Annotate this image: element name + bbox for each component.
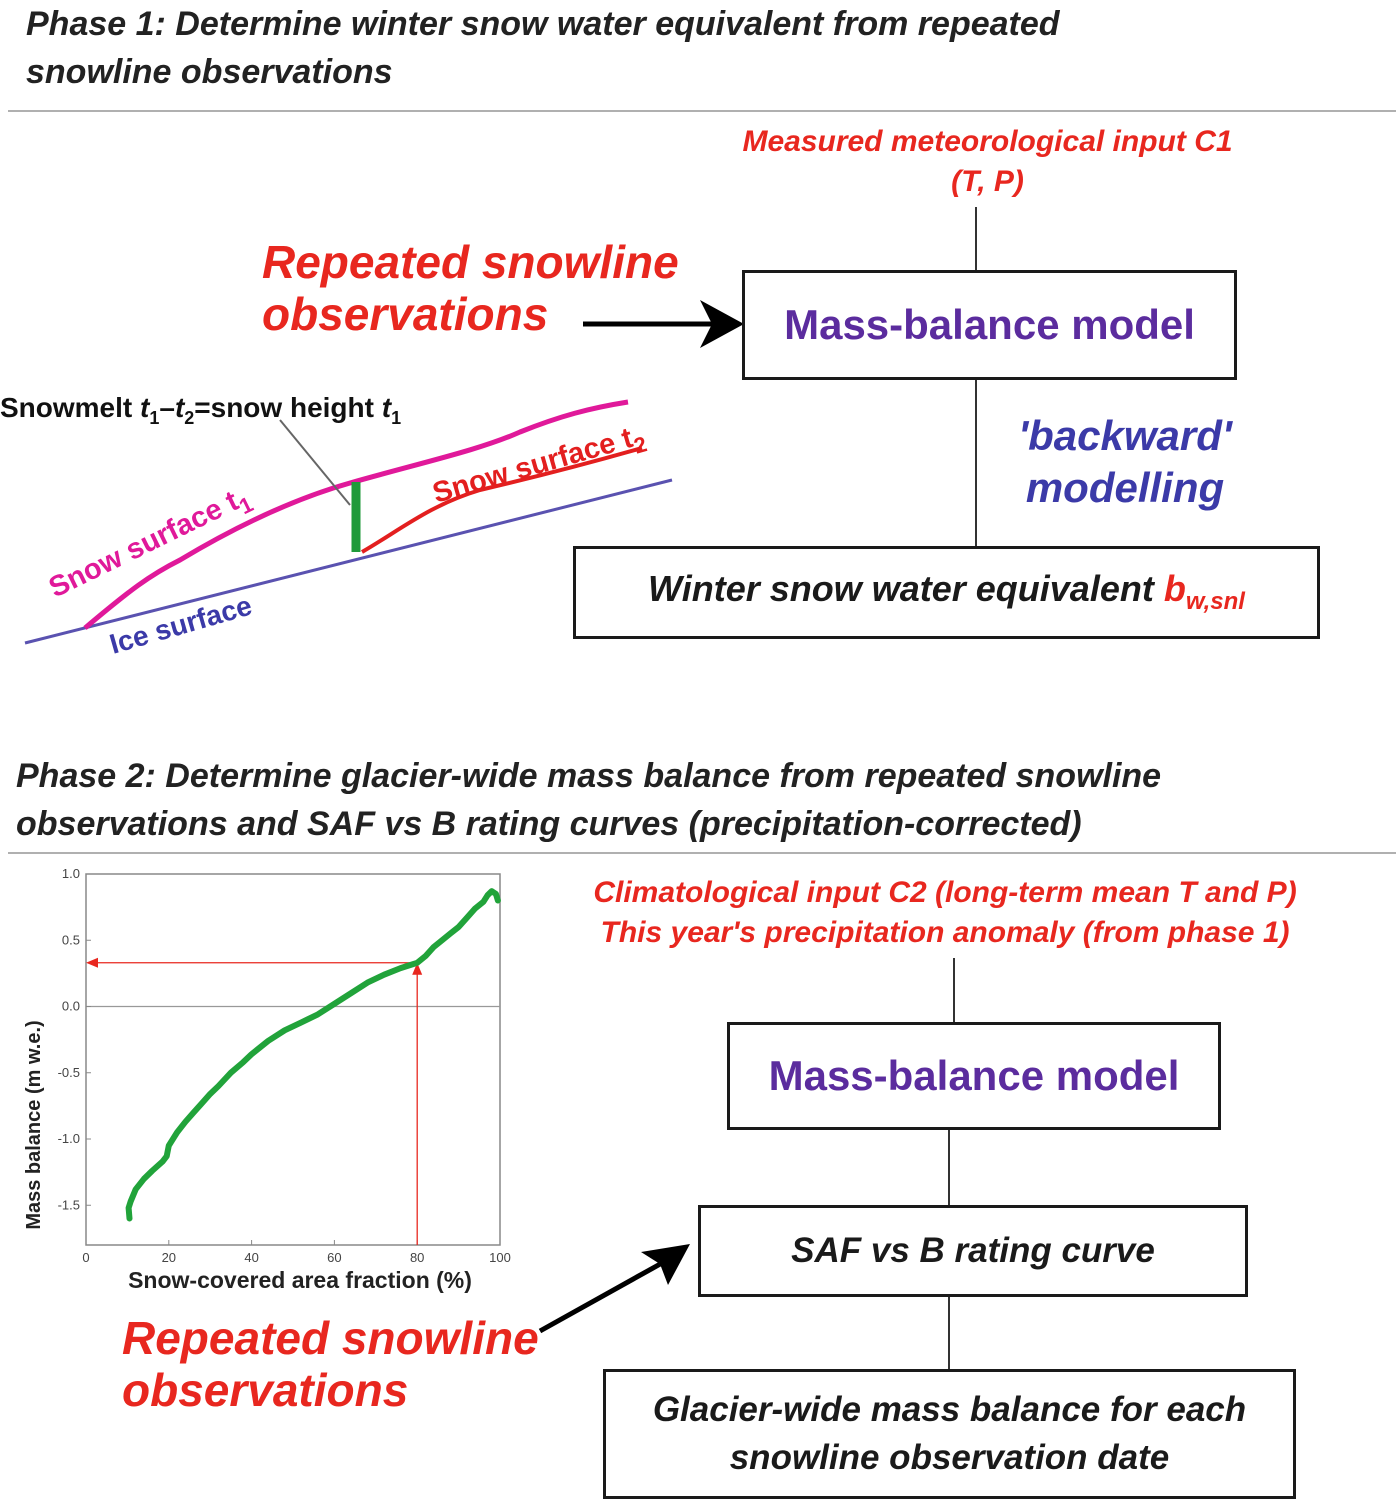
phase2-heading-line1: Phase 2: Determine glacier-wide mass bal… bbox=[16, 757, 1162, 795]
phase1-heading-line2: snowline observations bbox=[26, 53, 393, 91]
chart-x-axis-label: Snow-covered area fraction (%) bbox=[128, 1267, 472, 1293]
phase2-arrow-to-rating bbox=[538, 1244, 690, 1334]
output-sub: w,snl bbox=[1185, 588, 1245, 616]
connector-model-to-output bbox=[975, 380, 977, 546]
phase1-output-text: Winter snow water equivalent bw,snl bbox=[648, 568, 1245, 616]
chart-x-tick-label: 60 bbox=[327, 1250, 341, 1265]
snow-surface-t2-label: Snow surface t2 bbox=[429, 419, 650, 516]
obs2-line2: observations bbox=[122, 1364, 409, 1416]
phase1-observations-label: Repeated snowline observations bbox=[262, 236, 679, 340]
chart-ticks: 0 20 40 60 80 100 1.0 0.5 0.0 -0.5 -1.0 -1.5 bbox=[58, 866, 511, 1265]
output-var: b bbox=[1163, 568, 1186, 610]
backward-line2: modelling bbox=[1025, 464, 1225, 511]
phase2-climate-input: Climatological input C2 (long-term mean … bbox=[540, 873, 1350, 953]
obs-line2: observations bbox=[262, 288, 549, 340]
phase1-arrow-to-model bbox=[583, 300, 744, 348]
snow-surface-t1-label: Snow surface t1 bbox=[44, 480, 257, 610]
saf-vs-b-chart: 0 20 40 60 80 100 1.0 0.5 0.0 -0.5 -1.0 -1.5 Snow-c… bbox=[23, 866, 511, 1293]
phase2-heading-line2: observations and SAF vs B rating curves … bbox=[16, 805, 1082, 843]
arrow2-shaft bbox=[538, 1260, 664, 1334]
snowmelt-leader-line bbox=[279, 419, 351, 506]
backward-line1: 'backward' bbox=[1018, 412, 1232, 459]
phase2-observations-label: Repeated snowline observations bbox=[122, 1312, 539, 1416]
output-line1: Glacier-wide mass balance for each bbox=[652, 1390, 1247, 1429]
phase1-output-box: Winter snow water equivalent bw,snl bbox=[573, 546, 1320, 639]
phase2-output-text: Glacier-wide mass balance for each snowl… bbox=[653, 1386, 1246, 1482]
rating-curve-box: SAF vs B rating curve bbox=[698, 1205, 1248, 1297]
met-input-line1: Measured meteorological input C1 bbox=[742, 125, 1233, 158]
chart-y-tick-label: 1.0 bbox=[62, 866, 80, 881]
chart-x-tick-label: 80 bbox=[410, 1250, 424, 1265]
phase2-heading: Phase 2: Determine glacier-wide mass bal… bbox=[16, 752, 1396, 848]
chart-annotation-arrowhead-left bbox=[86, 957, 98, 968]
output-text: Winter snow water equivalent bbox=[648, 568, 1164, 610]
chart-x-tick-label: 0 bbox=[82, 1250, 89, 1265]
snowmelt-annotation: Snowmelt t1–t2=snow height t1 bbox=[0, 392, 401, 428]
phase2-model-label: Mass-balance model bbox=[768, 1052, 1180, 1099]
rating-curve-label: SAF vs B rating curve bbox=[791, 1231, 1155, 1270]
connector-rating-to-output bbox=[948, 1297, 950, 1369]
phase2-model-box: Mass-balance model bbox=[727, 1022, 1221, 1130]
clim-line2: This year's precipitation anomaly (from … bbox=[600, 916, 1290, 949]
chart-frame bbox=[85, 873, 501, 1246]
phase1-divider bbox=[8, 110, 1396, 112]
connector-model-to-rating bbox=[948, 1130, 950, 1205]
chart-x-tick-label: 20 bbox=[162, 1250, 176, 1265]
snow-surface-t2-line bbox=[360, 446, 643, 554]
backward-modelling-label: 'backward' modelling bbox=[1000, 410, 1250, 514]
chart-y-tick-label: -1.5 bbox=[58, 1197, 80, 1212]
chart-x-tick-label: 40 bbox=[244, 1250, 258, 1265]
phase1-model-box: Mass-balance model bbox=[742, 270, 1237, 380]
chart-annotation bbox=[86, 957, 423, 1245]
ice-surface-label: Ice surface bbox=[106, 590, 255, 660]
phase2-divider bbox=[8, 852, 1396, 854]
chart-y-tick-label: 0.0 bbox=[62, 999, 80, 1014]
chart-x-tick-label: 100 bbox=[489, 1250, 511, 1265]
chart-plot-border bbox=[85, 873, 501, 1246]
chart-y-axis-label: Mass balance (m w.e.) bbox=[23, 1020, 45, 1229]
chart-series bbox=[125, 888, 501, 1222]
phase1-heading: Phase 1: Determine winter snow water equ… bbox=[26, 0, 1386, 96]
phase2-output-box: Glacier-wide mass balance for each snowl… bbox=[603, 1369, 1296, 1499]
clim-line1: Climatological input C2 (long-term mean … bbox=[593, 876, 1297, 909]
output-line2: snowline observation date bbox=[729, 1438, 1170, 1477]
chart-y-tick-label: -0.5 bbox=[58, 1065, 80, 1080]
ice-surface-line bbox=[24, 478, 673, 645]
connector-met-to-model bbox=[975, 207, 977, 270]
obs-line1: Repeated snowline bbox=[262, 236, 679, 288]
arrow2-head bbox=[641, 1244, 690, 1285]
chart-series-line bbox=[125, 888, 501, 1222]
snow-surface-sketch: Snow surface t1 Snow surface t2 Ice surf… bbox=[0, 392, 673, 660]
chart-y-tick-label: -1.0 bbox=[58, 1131, 80, 1146]
obs2-line1: Repeated snowline bbox=[122, 1312, 539, 1364]
phase1-heading-line1: Phase 1: Determine winter snow water equ… bbox=[26, 5, 1060, 43]
phase1-model-label: Mass-balance model bbox=[784, 301, 1195, 348]
arrow-head bbox=[700, 300, 744, 348]
phase1-met-input: Measured meteorological input C1 (T, P) bbox=[700, 122, 1275, 202]
connector-clim-to-model bbox=[953, 958, 955, 1022]
chart-annotation-arrowhead-up bbox=[412, 962, 423, 975]
chart-y-tick-label: 0.5 bbox=[62, 932, 80, 947]
met-input-line2: (T, P) bbox=[951, 165, 1024, 198]
snow-surface-t1-line bbox=[83, 399, 629, 630]
